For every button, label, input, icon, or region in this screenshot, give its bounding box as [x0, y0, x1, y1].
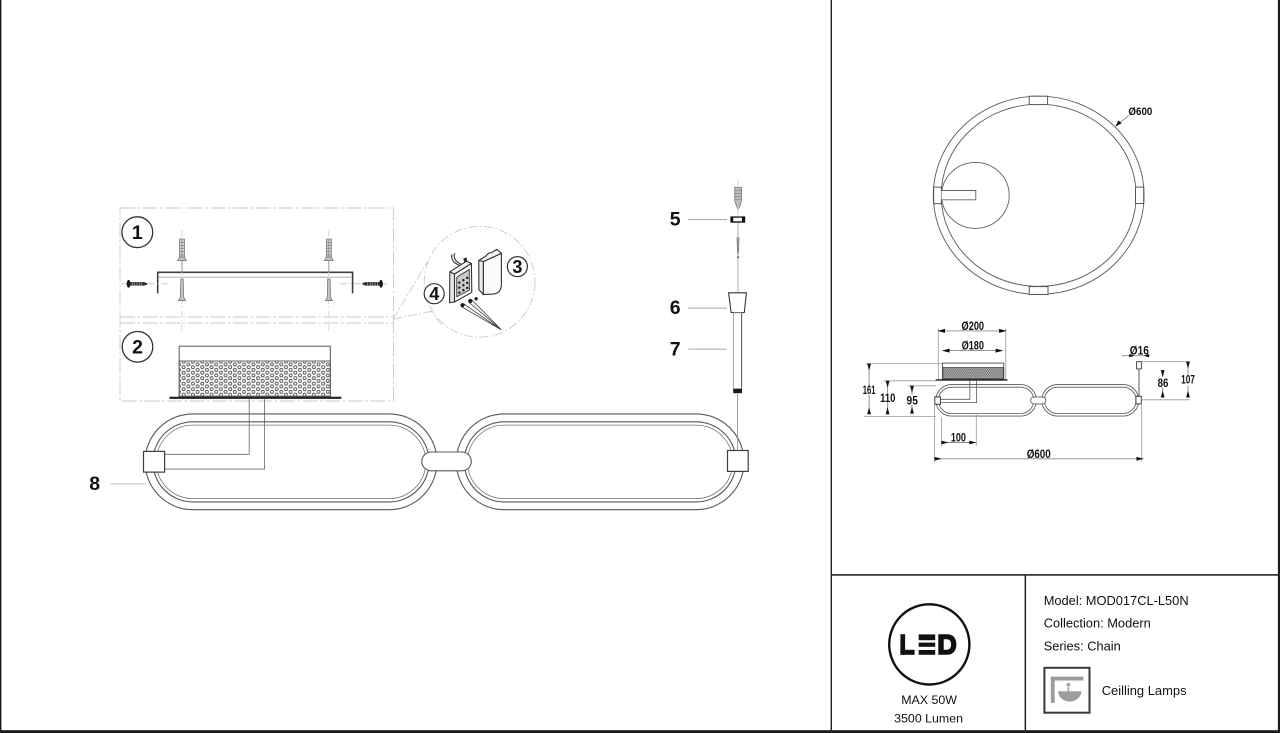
svg-text:Ø600: Ø600 — [1027, 447, 1051, 461]
svg-text:Ø200: Ø200 — [962, 319, 985, 333]
svg-text:7: 7 — [670, 338, 681, 360]
svg-text:1: 1 — [132, 222, 143, 244]
svg-text:3500 Lumen: 3500 Lumen — [894, 711, 963, 725]
svg-text:5: 5 — [670, 209, 681, 231]
svg-text:3: 3 — [512, 257, 522, 277]
svg-text:Collection: Modern: Collection: Modern — [1044, 616, 1151, 631]
svg-text:95: 95 — [907, 394, 918, 408]
svg-text:Ceilling Lamps: Ceilling Lamps — [1102, 683, 1187, 698]
svg-text:4: 4 — [429, 284, 439, 304]
svg-text:100: 100 — [951, 430, 966, 444]
svg-text:Model: MOD017CL-L50N: Model: MOD017CL-L50N — [1044, 593, 1189, 608]
svg-text:Series: Chain: Series: Chain — [1044, 639, 1121, 654]
svg-text:Ø16: Ø16 — [1130, 344, 1149, 358]
svg-text:6: 6 — [670, 297, 681, 319]
svg-text:161: 161 — [863, 383, 876, 397]
svg-text:8: 8 — [89, 473, 100, 495]
svg-text:Ø600: Ø600 — [1128, 106, 1152, 118]
svg-text:Ø180: Ø180 — [962, 339, 984, 353]
svg-text:86: 86 — [1158, 376, 1169, 390]
svg-text:107: 107 — [1181, 373, 1195, 387]
svg-text:2: 2 — [132, 337, 143, 359]
svg-text:MAX 50W: MAX 50W — [901, 693, 957, 707]
svg-text:110: 110 — [880, 391, 895, 405]
